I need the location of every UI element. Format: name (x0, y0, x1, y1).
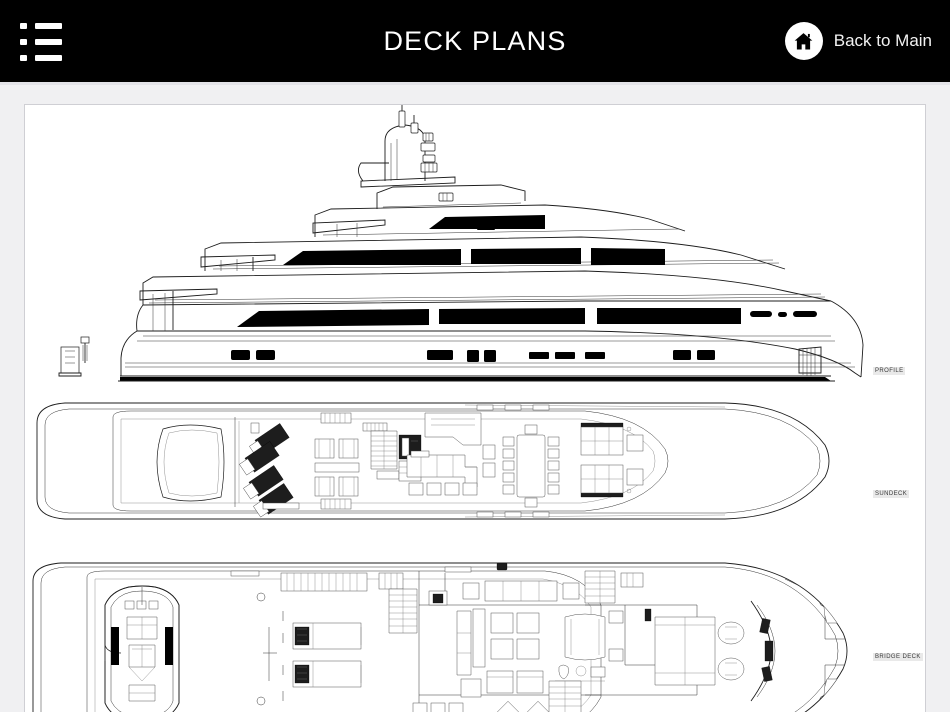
list-menu-icon (20, 23, 62, 29)
list-menu-icon-row-3 (20, 55, 62, 61)
back-to-main-label: Back to Main (833, 31, 932, 50)
app-header: DECK PLANS Back to Main (0, 0, 950, 82)
bridge-deck-view (32, 562, 848, 712)
deck-plan-card[interactable]: .ln { fill:none; stroke:#1d1d1d; stroke-… (24, 104, 926, 712)
profile-view (58, 105, 864, 382)
home-icon (784, 22, 823, 60)
menu-button[interactable] (20, 23, 62, 61)
menu-dot (20, 39, 27, 45)
sundeck-view (36, 402, 830, 520)
menu-bar (35, 39, 62, 45)
header-divider (0, 82, 950, 85)
deck-label-bridge-deck: BRIDGE DECK (873, 653, 923, 661)
page-body: .ln { fill:none; stroke:#1d1d1d; stroke-… (0, 82, 950, 712)
menu-bar (35, 55, 62, 61)
deck-label-profile: PROFILE (873, 367, 906, 375)
deck-label-sundeck: SUNDECK (873, 490, 910, 498)
back-to-main-button[interactable]: Back to Main (784, 20, 932, 62)
menu-dot (20, 23, 27, 29)
list-menu-icon-row-2 (20, 39, 62, 45)
menu-dot (20, 55, 27, 61)
menu-bar (35, 23, 62, 29)
deck-plan-drawing: .ln { fill:none; stroke:#1d1d1d; stroke-… (32, 105, 864, 712)
